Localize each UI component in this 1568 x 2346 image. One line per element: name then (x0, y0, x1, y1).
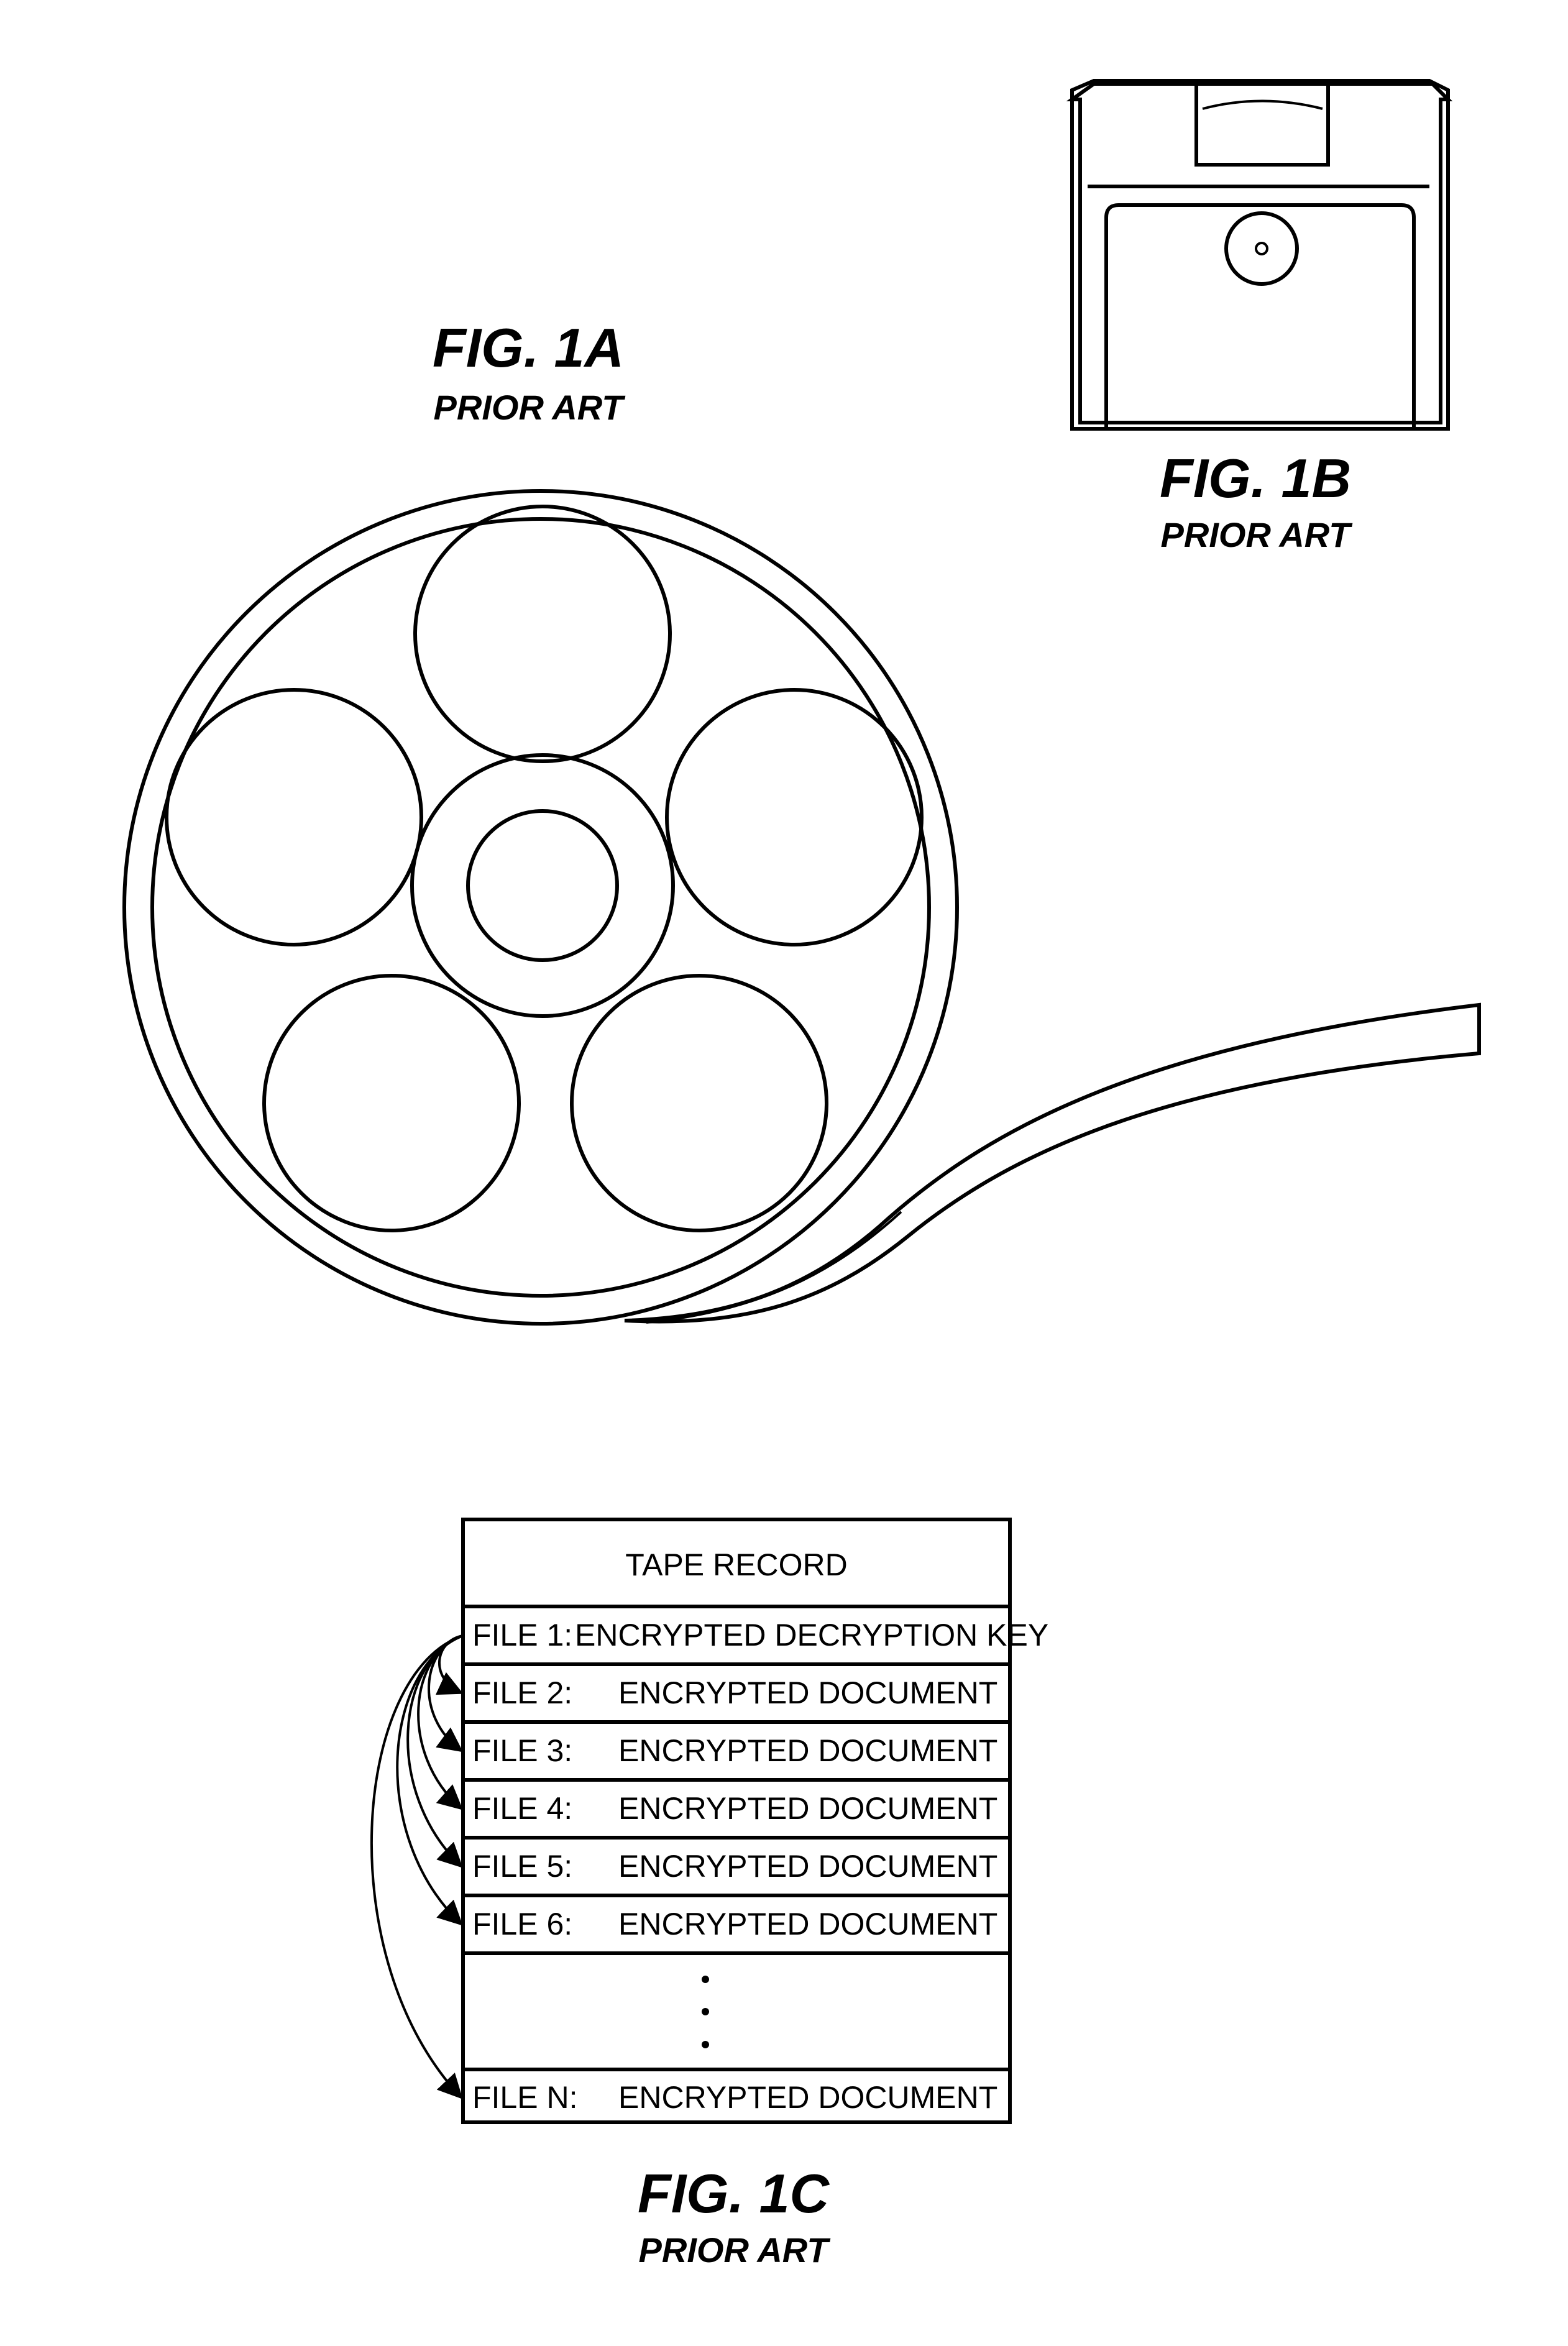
row-file-label: FILE N: (472, 2080, 577, 2115)
file-pointer-arrows (370, 1634, 464, 2099)
row-file-label: FILE 6: (472, 1907, 572, 1941)
floppy-disk-outline (1066, 82, 1453, 424)
table-frame (461, 1518, 1012, 2124)
fig-1a-label: FIG. 1A (433, 317, 624, 378)
ellipsis-dot (702, 2041, 709, 2048)
row-file-label: FILE 2: (472, 1675, 572, 1710)
fig-1c-label: FIG. 1C (638, 2163, 830, 2224)
reel-hole-top (413, 505, 672, 763)
floppy-disk-drawing (1066, 79, 1453, 431)
reel-hole-right (665, 688, 924, 946)
pointer-arrow (396, 1634, 464, 1926)
reel-hub-inner (466, 809, 619, 962)
fig-1a-sublabel: PRIOR ART (434, 388, 626, 427)
ellipsis-dot (702, 2008, 709, 2015)
reel-inner-rim (150, 517, 931, 1298)
fig-1c-sublabel: PRIOR ART (639, 2230, 832, 2270)
row-content: ENCRYPTED DOCUMENT (618, 2080, 997, 2115)
floppy-shutter-curve (1202, 99, 1323, 110)
floppy-hub-center (1255, 242, 1268, 255)
reel-hole-bottom-left (262, 974, 521, 1232)
row-file-label: FILE 4: (472, 1791, 572, 1826)
ellipsis-dot (702, 1976, 709, 1983)
tape-strip-inner (646, 1211, 902, 1324)
reel-outer-rim (122, 489, 959, 1326)
row-content: ENCRYPTED DOCUMENT (618, 1849, 997, 1884)
table-header: TAPE RECORD (625, 1547, 847, 1582)
row-content: ENCRYPTED DECRYPTION KEY (575, 1618, 1048, 1652)
reel-hole-bottom-right (570, 974, 828, 1232)
floppy-shutter (1194, 84, 1330, 167)
floppy-disk-body (1070, 79, 1450, 431)
row-content: ENCRYPTED DOCUMENT (618, 1907, 997, 1941)
reel-hole-left (165, 688, 423, 946)
floppy-hub (1224, 211, 1299, 286)
reel-hub-outer (410, 753, 675, 1018)
row-content: ENCRYPTED DOCUMENT (618, 1675, 997, 1710)
fig-1b-sublabel: PRIOR ART (1161, 515, 1354, 554)
row-content: ENCRYPTED DOCUMENT (618, 1733, 997, 1768)
floppy-label-area (1104, 203, 1416, 429)
pointer-arrow (370, 1634, 464, 2099)
row-content: ENCRYPTED DOCUMENT (618, 1791, 997, 1826)
row-file-label: FILE 1: (472, 1618, 572, 1652)
pointer-arrow (406, 1634, 464, 1868)
fig-1b-label: FIG. 1B (1160, 447, 1351, 509)
tape-reel-drawing (122, 489, 1481, 1326)
tape-record-table: TAPE RECORD FILE 1: ENCRYPTED DECRYPTION… (461, 1518, 1048, 2124)
row-file-label: FILE 5: (472, 1849, 572, 1884)
row-file-label: FILE 3: (472, 1733, 572, 1768)
tape-strip (624, 1002, 1481, 1324)
